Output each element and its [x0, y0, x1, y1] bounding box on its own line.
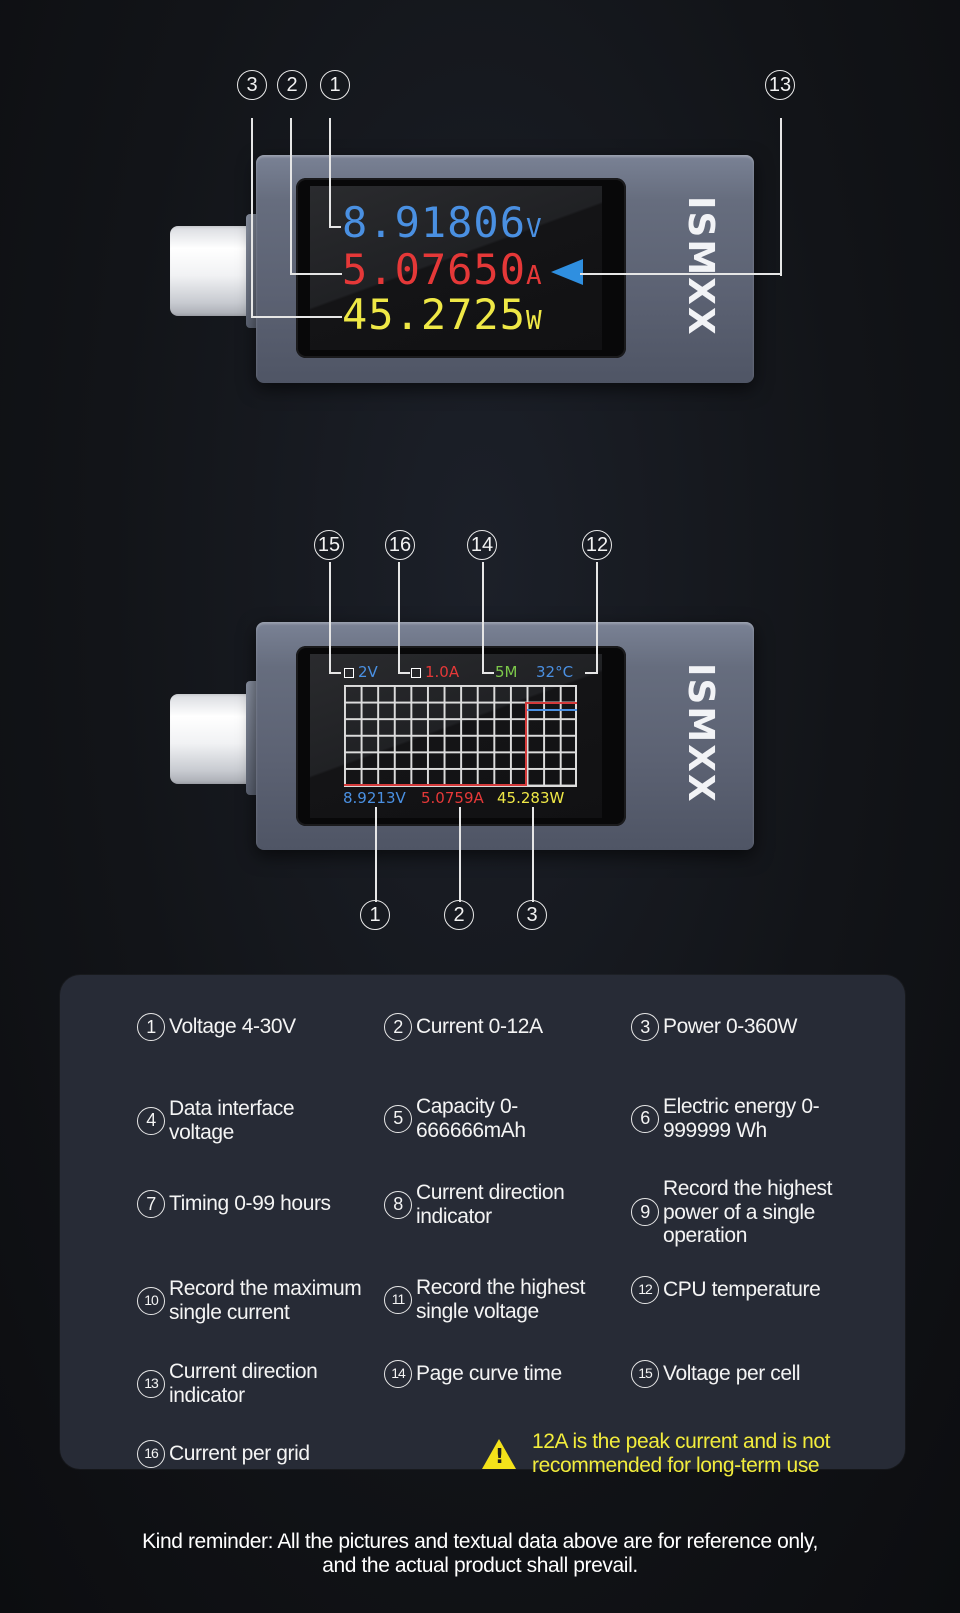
callout-2: 2 [277, 70, 307, 100]
feature-number: 8 [384, 1190, 412, 1219]
cpu-temperature: 32°C [536, 663, 574, 681]
feature-text: Electric energy 0-999999 Wh [663, 1095, 820, 1142]
voltage-reading: 8.91806V [342, 202, 543, 244]
feature-text: Current direction indicator [416, 1181, 565, 1228]
voltage-unit: V [526, 214, 543, 244]
feature-number: 13 [137, 1369, 165, 1398]
warning-triangle-icon [482, 1438, 516, 1469]
callout-3: 3 [237, 70, 267, 100]
current-unit: A [526, 261, 543, 291]
feature-text: Record the highest power of a single ope… [663, 1177, 833, 1248]
callout-16: 16 [385, 530, 415, 560]
peak-current-warning: 12A is the peak current and is not recom… [482, 1430, 831, 1477]
feature-text: Power 0-360W [663, 1015, 798, 1039]
feature-number: 2 [384, 1013, 412, 1041]
current-curve [344, 784, 526, 786]
usb-c-plug [170, 226, 252, 316]
warning-line-1: 12A is the peak current and is not [532, 1430, 831, 1453]
feature-text: CPU temperature [663, 1278, 821, 1302]
feature-number: 5 [384, 1104, 412, 1133]
feature-number: 14 [384, 1360, 412, 1388]
feature-number: 6 [631, 1104, 659, 1133]
feature-text: Current 0-12A [416, 1015, 543, 1039]
voltage-per-cell-value: 2V [358, 663, 378, 681]
grid-voltage-reading: 8.9213V [343, 789, 406, 807]
arrow-left-icon [551, 259, 583, 285]
feature-number: 15 [631, 1360, 659, 1388]
feature-number: 7 [137, 1190, 165, 1218]
feature-number: 4 [137, 1106, 165, 1135]
curve-time: 5M [495, 663, 518, 681]
callout-2: 2 [444, 900, 474, 930]
feature-number: 1 [137, 1013, 165, 1041]
feature-number: 10 [137, 1286, 165, 1315]
callout-13: 13 [765, 70, 795, 100]
feature-text: Data interface voltage [169, 1097, 295, 1144]
feature-text: Page curve time [416, 1362, 562, 1386]
feature-text: Voltage per cell [663, 1362, 801, 1386]
callout-1: 1 [320, 70, 350, 100]
feature-number: 11 [384, 1285, 412, 1314]
callout-14: 14 [467, 530, 497, 560]
square-icon [411, 667, 421, 678]
callout-3: 3 [517, 900, 547, 930]
power-unit: W [526, 306, 543, 336]
feature-text: Current per grid [169, 1442, 310, 1466]
power-value: 45.2725 [342, 290, 527, 339]
voltage-curve [527, 709, 577, 711]
current-per-grid: 1.0A [411, 665, 459, 680]
feature-text: Timing 0-99 hours [169, 1192, 331, 1216]
feature-number: 3 [631, 1013, 659, 1041]
callout-1: 1 [360, 900, 390, 930]
current-value: 5.07650 [342, 245, 527, 294]
brand-logo: ISMXX [680, 196, 721, 337]
kind-reminder: Kind reminder: All the pictures and text… [0, 1530, 960, 1577]
feature-text: Record the highest single voltage [416, 1276, 586, 1323]
feature-text: Current direction indicator [169, 1360, 318, 1407]
grid-power-reading: 45.283W [497, 789, 565, 807]
brand-logo: ISMXX [680, 663, 721, 804]
feature-text: Voltage 4-30V [169, 1015, 296, 1039]
usb-c-plug [170, 694, 252, 784]
voltage-value: 8.91806 [342, 198, 527, 247]
callout-15: 15 [314, 530, 344, 560]
reminder-line-2: and the actual product shall prevail. [322, 1553, 638, 1577]
power-reading: 45.2725W [342, 294, 543, 336]
reminder-line-1: Kind reminder: All the pictures and text… [142, 1530, 818, 1553]
voltage-per-cell: 2V [344, 665, 378, 680]
feature-number: 16 [137, 1440, 165, 1468]
feature-number: 12 [631, 1276, 659, 1304]
callout-12: 12 [582, 530, 612, 560]
grid-current-reading: 5.0759A [421, 789, 484, 807]
square-icon [344, 667, 354, 678]
current-per-grid-value: 1.0A [425, 663, 460, 681]
current-reading: 5.07650A [342, 249, 543, 291]
warning-line-2: recommended for long-term use [532, 1453, 820, 1477]
feature-panel [60, 975, 905, 1469]
curve-grid [344, 685, 577, 787]
feature-text: Capacity 0-666666mAh [416, 1095, 526, 1142]
feature-text: Record the maximum single current [169, 1277, 362, 1324]
feature-number: 9 [631, 1198, 659, 1227]
